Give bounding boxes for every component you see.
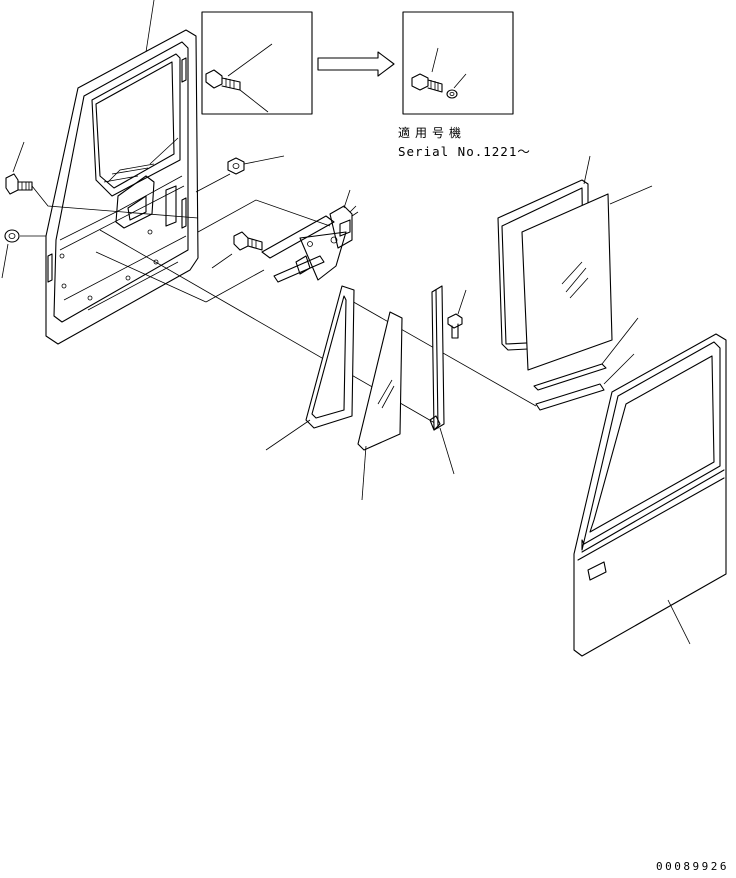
quarter-window-glass — [357, 311, 403, 451]
bolt-regulator — [233, 231, 263, 251]
window-channel — [429, 285, 445, 431]
applicability-label: 適用号機 — [398, 126, 467, 140]
door-glass — [521, 193, 613, 371]
document-number: 00089926 — [656, 860, 729, 873]
callout-box-before — [201, 11, 313, 115]
bolt-left — [5, 173, 33, 195]
callout-box-after — [402, 11, 514, 115]
nut — [227, 157, 245, 175]
door-outer-panel — [573, 333, 727, 657]
window-regulator — [261, 189, 359, 283]
door-inner-frame — [45, 29, 199, 345]
arrow-icon — [317, 51, 395, 77]
serial-number-label: Serial No.1221～ — [398, 144, 531, 159]
washer-left — [4, 229, 20, 243]
glass-run-channel — [533, 363, 607, 411]
quarter-window-seal — [305, 285, 355, 429]
screw — [447, 313, 463, 339]
